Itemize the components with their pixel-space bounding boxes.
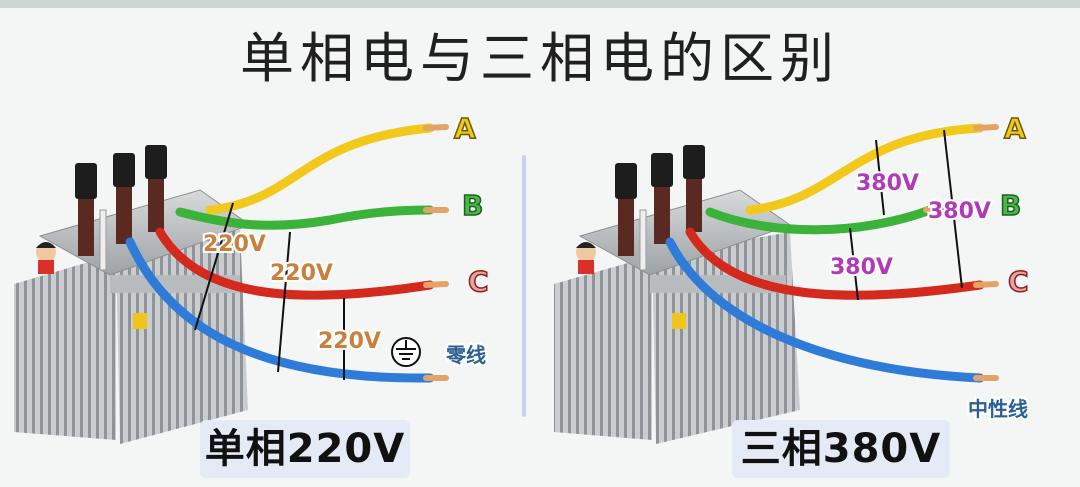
left-transformer	[14, 145, 252, 444]
neutral-label: 零线	[445, 343, 486, 367]
phase-letter-c: C	[1008, 265, 1029, 298]
voltage-label: 220V	[203, 232, 266, 257]
center-divider	[522, 155, 526, 417]
bushing	[615, 163, 637, 256]
phase-letter-b: B	[462, 189, 483, 222]
bushing	[145, 145, 167, 232]
right-transformer	[554, 145, 800, 444]
voltage-label: 220V	[270, 261, 333, 286]
left-wire-tips	[423, 124, 449, 381]
left-voltage-labels: 220V 220V 220V	[201, 230, 383, 356]
top-bar	[0, 0, 1080, 8]
voltage-label: 220V	[318, 329, 381, 354]
phase-letter-b: B	[1000, 189, 1021, 222]
right-measure-lines	[849, 129, 963, 301]
phase-letter-a: A	[454, 112, 476, 145]
three-phase-caption: 三相380V	[732, 420, 950, 478]
right-wires	[665, 123, 985, 383]
page-title: 单相电与三相电的区别	[240, 27, 840, 90]
voltage-label: 380V	[856, 171, 919, 196]
voltage-label: 380V	[928, 199, 991, 224]
cartoon-sticker	[36, 242, 56, 274]
phase-letter-c: C	[468, 265, 489, 298]
right-wire-tips	[923, 124, 999, 381]
right-voltage-labels: 380V 380V 380V	[828, 169, 993, 282]
neutral-label: 中性线	[968, 397, 1028, 421]
cartoon-sticker	[576, 242, 596, 274]
left-phase-letters: A B C	[453, 111, 489, 299]
ground-symbol-icon	[391, 337, 421, 367]
bushing	[113, 153, 135, 244]
left-wires	[125, 123, 435, 383]
right-phase-letters: A B C	[999, 111, 1029, 299]
nameplate	[672, 313, 686, 329]
left-measure-lines	[194, 202, 345, 380]
phase-letter-a: A	[1004, 112, 1026, 145]
bushing	[651, 153, 673, 244]
bushing	[683, 145, 705, 232]
single-phase-caption: 单相220V	[200, 420, 410, 478]
voltage-label: 380V	[830, 255, 893, 280]
nameplate	[133, 313, 147, 329]
bushing	[75, 163, 97, 256]
